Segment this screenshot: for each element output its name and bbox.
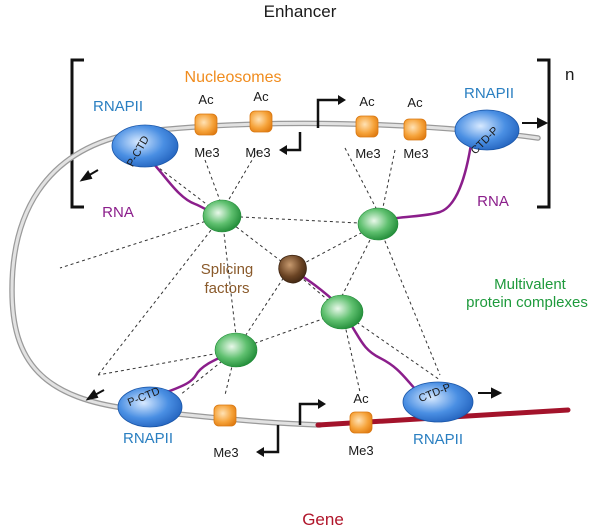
- gene-title: Gene: [302, 510, 344, 529]
- rnapii-bottom-left: [117, 386, 183, 428]
- ac-label-4: Ac: [407, 95, 423, 110]
- multivalent-label-line1: Multivalent: [494, 276, 567, 293]
- nucleosome-5: [213, 404, 237, 427]
- me3-label-1: Me3: [194, 145, 219, 160]
- rna-label-left: RNA: [102, 204, 134, 221]
- me3-label-4: Me3: [403, 146, 428, 161]
- me3-label-5: Me3: [213, 445, 238, 460]
- enhancer-dna-strand-inner: [10, 121, 540, 427]
- nucleosome-3: [355, 115, 379, 138]
- protein-complex-2: [357, 207, 399, 241]
- direction-arrows: [79, 117, 549, 401]
- rnapii-bottom-right: [402, 381, 474, 423]
- splicing-factors-label-line2: factors: [204, 280, 249, 297]
- rnapii-label-top-right: RNAPII: [464, 85, 514, 102]
- splicing-factor-shape: [278, 254, 307, 284]
- nucleosome-2: [249, 110, 273, 133]
- multivalent-label-line2: protein complexes: [466, 294, 588, 311]
- promoter-arrowheads: [256, 95, 346, 457]
- rnapii-top-left: [111, 124, 179, 168]
- rnapii-label-top-left: RNAPII: [93, 98, 143, 115]
- rnapii-label-bottom-right: RNAPII: [413, 431, 463, 448]
- protein-complex-1: [202, 199, 242, 233]
- repeat-n-label: n: [565, 65, 574, 84]
- promoter-arrows: [262, 98, 340, 454]
- nucleosome-4: [403, 118, 427, 141]
- right-bracket: [537, 58, 551, 209]
- enhancer-title: Enhancer: [264, 2, 337, 21]
- me3-label-6: Me3: [348, 443, 373, 458]
- rnapii-top-right: [454, 109, 520, 151]
- rna-label-right: RNA: [477, 193, 509, 210]
- rnapii-label-bottom-left: RNAPII: [123, 430, 173, 447]
- enhancer-dna-strand: [9, 120, 541, 428]
- nucleosomes: [194, 110, 427, 434]
- ac-label-5: Ac: [353, 391, 369, 406]
- ac-label-3: Ac: [359, 94, 375, 109]
- ac-label-2: Ac: [253, 89, 269, 104]
- nucleosome-6: [349, 411, 373, 434]
- left-bracket: [70, 58, 84, 209]
- ac-label-1: Ac: [198, 92, 214, 107]
- nucleosomes-label: Nucleosomes: [185, 69, 282, 86]
- protein-complex-3: [320, 294, 364, 330]
- me3-label-2: Me3: [245, 145, 270, 160]
- nucleosome-1: [194, 113, 218, 136]
- splicing-factors-label-line1: Splicing: [201, 261, 254, 278]
- protein-complex-4: [214, 332, 258, 368]
- me3-label-3: Me3: [355, 146, 380, 161]
